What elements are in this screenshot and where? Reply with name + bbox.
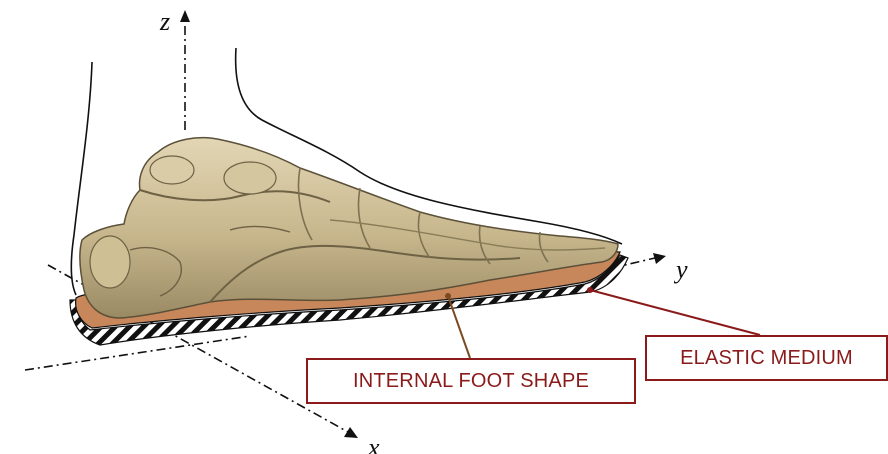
elastic-medium-label: ELASTIC MEDIUM <box>645 335 888 381</box>
z-axis-label: z <box>159 7 170 36</box>
internal-foot-shape-label: INTERNAL FOOT SHAPE <box>306 358 636 404</box>
y-axis-label: y <box>673 255 688 284</box>
z-axis <box>180 10 190 130</box>
x-axis-label: x <box>367 433 380 454</box>
ground-reference-line <box>25 336 250 370</box>
leader-elastic-medium <box>587 287 760 335</box>
